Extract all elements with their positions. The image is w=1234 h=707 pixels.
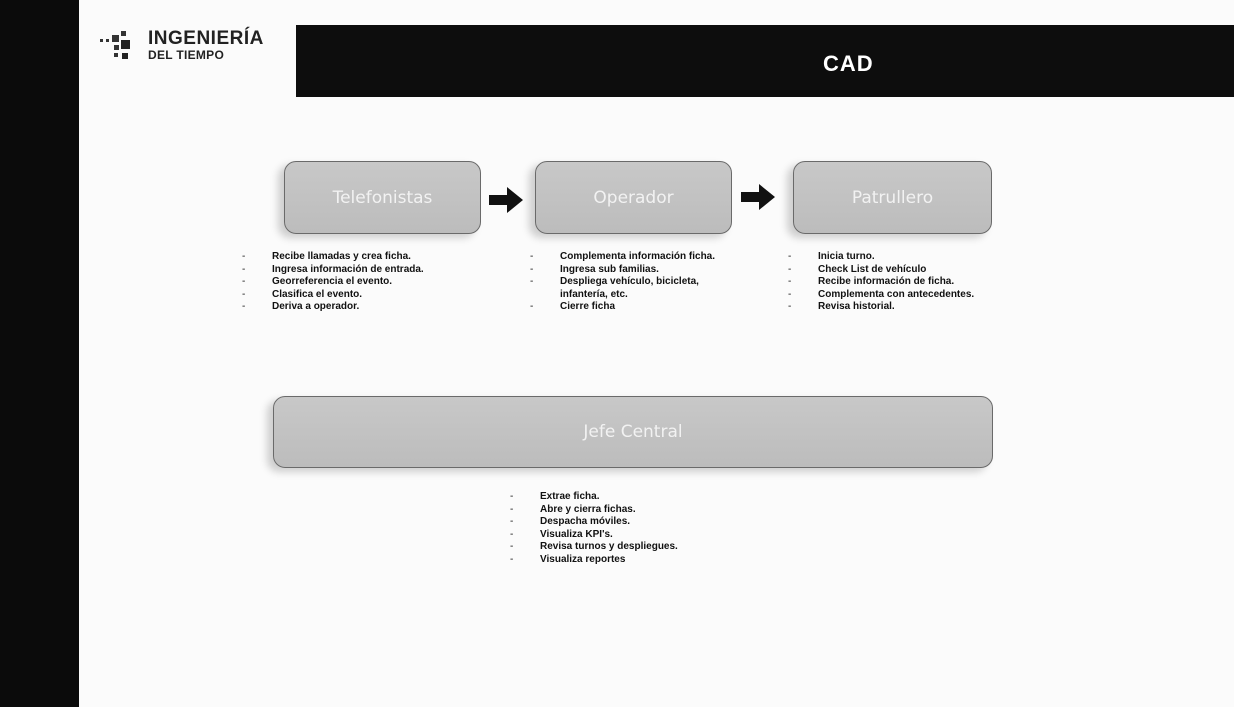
list-item: Complementa información ficha. bbox=[530, 251, 760, 264]
left-sidebar-bar bbox=[0, 0, 79, 707]
list-item: Recibe llamadas y crea ficha. bbox=[242, 251, 482, 264]
logo-mark-icon bbox=[100, 31, 130, 59]
list-item: Clasifica el evento. bbox=[242, 289, 482, 302]
right-arrow-icon bbox=[489, 187, 523, 213]
list-item: Deriva a operador. bbox=[242, 301, 482, 314]
telefonistas-task-list: Recibe llamadas y crea ficha. Ingresa in… bbox=[242, 251, 482, 314]
list-item: Revisa turnos y despliegues. bbox=[510, 541, 750, 554]
logo: INGENIERÍA DEL TIEMPO bbox=[100, 28, 290, 78]
list-item: Abre y cierra fichas. bbox=[510, 504, 750, 517]
list-item: Despliega vehículo, bicicleta, infanterí… bbox=[530, 276, 710, 301]
list-item: Check List de vehículo bbox=[788, 264, 1028, 277]
logo-text-line1: INGENIERÍA bbox=[148, 28, 264, 49]
list-item: Extrae ficha. bbox=[510, 491, 750, 504]
box-patrullero: Patrullero bbox=[793, 161, 992, 234]
list-item: Complementa con antecedentes. bbox=[788, 289, 1028, 302]
logo-text-line2: DEL TIEMPO bbox=[148, 48, 225, 62]
list-item: Revisa historial. bbox=[788, 301, 1028, 314]
list-item: Visualiza KPI's. bbox=[510, 529, 750, 542]
list-item: Despacha móviles. bbox=[510, 516, 750, 529]
list-item: Georreferencia el evento. bbox=[242, 276, 482, 289]
operador-task-list: Complementa información ficha. Ingresa s… bbox=[530, 251, 760, 314]
list-item: Ingresa sub familias. bbox=[530, 264, 760, 277]
list-item: Inicia turno. bbox=[788, 251, 1028, 264]
list-item: Cierre ficha bbox=[530, 301, 760, 314]
list-item: Visualiza reportes bbox=[510, 554, 750, 567]
title-bar: CAD bbox=[296, 25, 1234, 97]
list-item: Ingresa información de entrada. bbox=[242, 264, 482, 277]
box-jefe-central: Jefe Central bbox=[273, 396, 993, 468]
right-arrow-icon bbox=[741, 184, 775, 210]
page-title: CAD bbox=[823, 51, 874, 76]
box-operador: Operador bbox=[535, 161, 732, 234]
box-telefonistas: Telefonistas bbox=[284, 161, 481, 234]
patrullero-task-list: Inicia turno. Check List de vehículo Rec… bbox=[788, 251, 1028, 314]
jefe-central-task-list: Extrae ficha. Abre y cierra fichas. Desp… bbox=[510, 491, 750, 567]
list-item: Recibe información de ficha. bbox=[788, 276, 1028, 289]
